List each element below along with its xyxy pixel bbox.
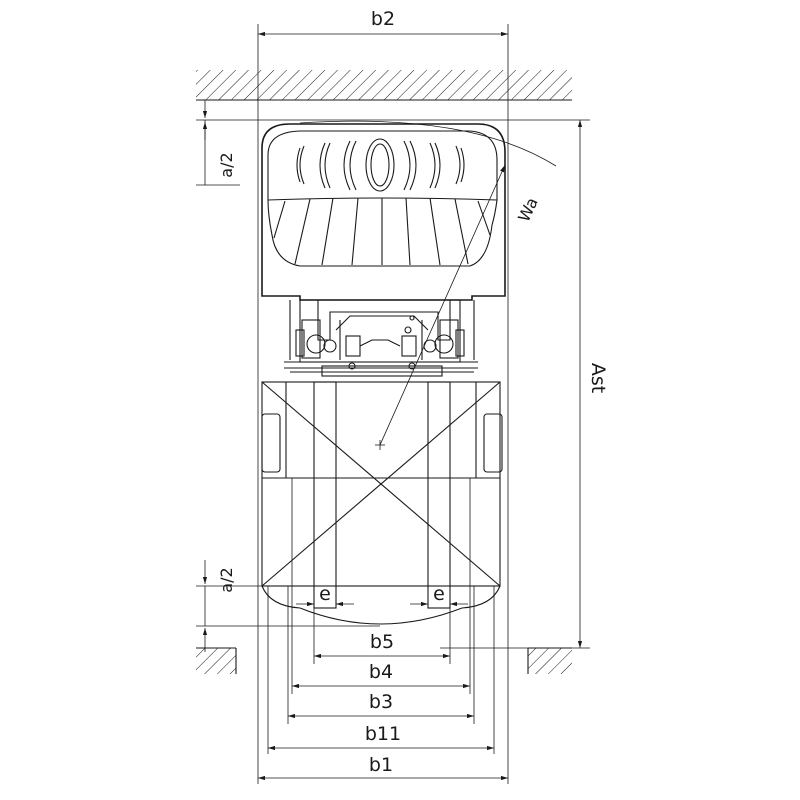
b11-label: b11 — [365, 723, 401, 745]
b4-dimension: b4 — [292, 661, 470, 689]
counterweight — [261, 123, 506, 301]
e-dimensions: e e — [296, 583, 468, 607]
load-pallet — [261, 381, 503, 625]
ast-dimension: Ast — [380, 119, 609, 649]
top-wall — [196, 70, 572, 101]
bottom-right-wall — [527, 647, 572, 674]
wa-label: Wa — [514, 195, 542, 225]
e-left-label: e — [319, 583, 331, 605]
b11-dimension: b11 — [268, 723, 494, 751]
b5-label: b5 — [370, 631, 394, 653]
b2-label: b2 — [371, 8, 395, 30]
b1-dimension: b1 — [258, 754, 508, 781]
a-half-top-label: a/2 — [217, 152, 236, 177]
b2-dimension: b2 — [257, 8, 509, 300]
ast-label: Ast — [587, 363, 609, 393]
mast-carriage — [284, 299, 478, 377]
wa-turning-radius: Wa — [299, 120, 557, 450]
a-half-bottom-label: a/2 — [217, 567, 236, 592]
bottom-left-wall — [196, 647, 237, 674]
b3-label: b3 — [369, 691, 393, 713]
b5-dimension: b5 — [314, 631, 450, 659]
b1-label: b1 — [369, 754, 393, 776]
a-half-top-dimension: a/2 — [196, 100, 380, 186]
b4-label: b4 — [369, 661, 393, 683]
b3-dimension: b3 — [288, 691, 474, 719]
e-right-label: e — [433, 583, 445, 605]
bottom-width-dimensions — [257, 300, 509, 784]
